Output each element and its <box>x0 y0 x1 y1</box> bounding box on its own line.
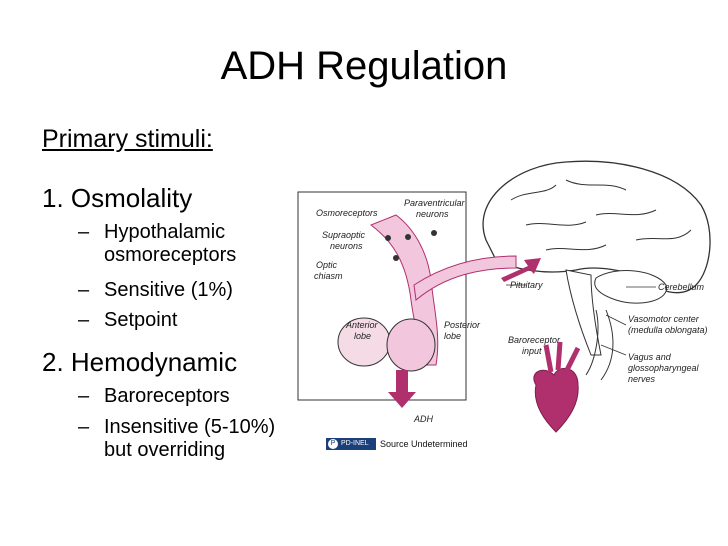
brainstem-shape <box>565 269 602 356</box>
bullet-dash: – <box>78 309 90 331</box>
neuron-dot <box>431 230 437 236</box>
label-anterior-lobe: lobe <box>354 331 371 341</box>
label-vasomotor: Vasomotor center <box>628 314 700 324</box>
heart-vessels <box>543 341 581 374</box>
neuron-dot <box>393 255 399 261</box>
label-pituitary: Pituitary <box>510 280 543 290</box>
bullet-dash: – <box>78 416 90 438</box>
adh-arrow <box>388 370 416 408</box>
label-paraventricular-2: neurons <box>416 209 449 219</box>
leader-line <box>605 314 627 326</box>
source-text: Source Undetermined <box>380 439 468 449</box>
stimuli-heading: Primary stimuli: <box>42 125 213 153</box>
label-adh: ADH <box>413 414 434 424</box>
leader-line <box>600 344 627 356</box>
bullet-dash: – <box>78 385 90 407</box>
bullet-dash: – <box>78 279 90 301</box>
posterior-lobe-shape <box>386 318 436 372</box>
label-glossopharyngeal: glossopharyngeal <box>628 363 700 373</box>
label-chiasm: chiasm <box>314 271 343 281</box>
section-heading-osmolality: 1. Osmolality <box>42 183 193 213</box>
label-cerebellum: Cerebellum <box>658 282 705 292</box>
vagus-nerve-lines <box>585 309 614 381</box>
label-vasomotor-2: (medulla oblongata) <box>628 325 708 335</box>
label-baroreceptor: Baroreceptor <box>508 335 561 345</box>
label-posterior: Posterior <box>444 320 481 330</box>
brain-folds <box>510 179 692 251</box>
label-paraventricular: Paraventricular <box>404 198 466 208</box>
slide-title: ADH Regulation <box>220 44 508 88</box>
bullet-dash: – <box>78 221 90 243</box>
label-posterior-lobe: lobe <box>444 331 461 341</box>
pathway-band <box>413 255 517 301</box>
neuron-dot <box>385 235 391 241</box>
pituitary-arrow <box>501 258 541 282</box>
label-optic: Optic <box>316 260 338 270</box>
label-nerves: nerves <box>628 374 656 384</box>
section-heading-hemodynamic: 2. Hemodynamic <box>42 347 238 377</box>
public-domain-icon: P <box>328 439 338 449</box>
adh-diagram: Osmoreceptors Paraventricular neurons Su… <box>297 160 711 433</box>
label-osmoreceptors: Osmoreceptors <box>316 208 378 218</box>
label-supraoptic: Supraoptic <box>322 230 366 240</box>
neuron-dot <box>405 234 411 240</box>
heart-shape <box>533 367 579 433</box>
label-vagus: Vagus and <box>628 352 672 362</box>
label-supraoptic-2: neurons <box>330 241 363 251</box>
label-baroreceptor-input: input <box>522 346 542 356</box>
label-anterior: Anterior <box>345 320 379 330</box>
